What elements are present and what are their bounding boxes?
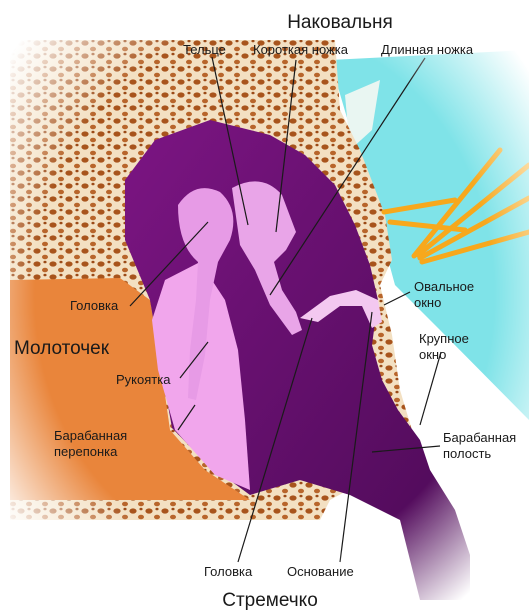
label-tympanic-cavity-1: Барабанная: [443, 430, 516, 445]
label-stapes-head: Головка: [204, 564, 252, 579]
label-malleus-head: Головка: [70, 298, 118, 313]
label-short-process: Короткая ножка: [253, 42, 348, 57]
label-malleus: Молоточек: [14, 338, 109, 360]
label-round-window-1: Крупное: [419, 331, 469, 346]
label-incus: Наковальня: [270, 12, 410, 34]
label-round-window-2: окно: [419, 347, 446, 362]
label-oval-window-1: Овальное: [414, 279, 474, 294]
label-eardrum-2: перепонка: [54, 444, 117, 459]
label-handle: Рукоятка: [116, 372, 170, 387]
label-incus-body: Тельце: [183, 42, 226, 57]
label-stapes-base: Основание: [287, 564, 354, 579]
label-stapes: Стремечко: [200, 590, 340, 612]
label-oval-window-2: окно: [414, 295, 441, 310]
label-long-process: Длинная ножка: [381, 42, 473, 57]
label-eardrum-1: Барабанная: [54, 428, 127, 443]
label-tympanic-cavity-2: полость: [443, 446, 491, 461]
